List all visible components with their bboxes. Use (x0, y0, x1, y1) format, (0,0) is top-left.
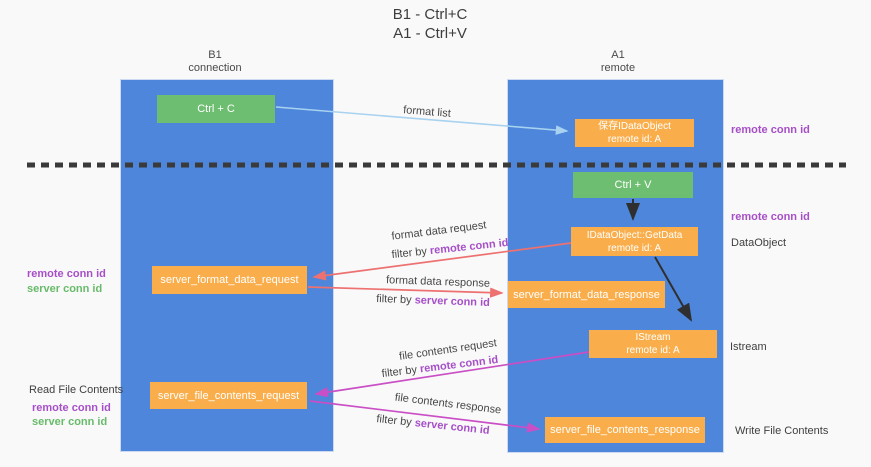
edge-label-format-list: format list (403, 104, 451, 120)
right-label-istream: Istream (730, 341, 767, 353)
lane-header-a1: A1 remote (568, 49, 668, 75)
lane-a1-name: A1 (611, 49, 625, 61)
lane-b1-sub: connection (188, 62, 242, 74)
node-istream-line2: remote id: A (626, 345, 680, 356)
node-save-idataobject-line2: remote id: A (607, 134, 662, 145)
format-list-text: format list (402, 104, 452, 120)
file-contents-response-text: file contents response (394, 391, 502, 417)
filter-by-text: filter by (391, 245, 431, 262)
node-getdata-line2: remote id: A (607, 242, 662, 254)
server-conn-id-text: server conn id (414, 294, 491, 309)
node-idataobject-getdata: IDataObject::GetData remote id: A (571, 227, 698, 256)
format-data-response-text: format data response (385, 274, 491, 290)
lane-header-b1: B1 connection (165, 49, 265, 75)
node-getdata-line1: IDataObject::GetData (586, 229, 683, 241)
filter-by-text: filter by (381, 363, 421, 381)
remote-conn-id-text: remote conn id (429, 236, 509, 258)
left-label-read-file-contents: Read File Contents (29, 384, 124, 396)
lane-a1-sub: remote (600, 62, 636, 74)
title-line-1: B1 - Ctrl+C (392, 6, 468, 23)
edge-label-filter-server-1: filter by server conn id (376, 293, 490, 309)
edge-label-filter-server-2: filter by server conn id (376, 413, 490, 437)
right-label-remote-conn-id-1: remote conn id (731, 124, 810, 136)
left-label-remote-conn-id-1: remote conn id (27, 268, 106, 280)
node-file-response-label: server_file_contents_response (550, 424, 700, 436)
node-save-idataobject: 保存IDataObject remote id: A (575, 119, 694, 147)
filter-by-text: filter by (375, 413, 416, 430)
right-label-write-file-contents: Write File Contents (735, 425, 829, 437)
node-file-request-label: server_file_contents_request (157, 389, 300, 402)
title-line-2: A1 - Ctrl+V (393, 25, 467, 42)
node-ctrl-c: Ctrl + C (157, 95, 275, 123)
edge-label-format-data-request: format data request (391, 219, 487, 243)
edge-label-format-data-response: format data response (386, 274, 490, 290)
node-server-format-data-request: server_format_data_request (152, 266, 307, 294)
server-conn-id-text: server conn id (414, 417, 491, 437)
node-ctrl-v-label: Ctrl + V (614, 179, 652, 191)
edge-label-file-contents-response: file contents response (394, 392, 502, 417)
filter-by-text: filter by (375, 293, 415, 307)
diagram-title: B1 - Ctrl+C A1 - Ctrl+V (330, 5, 530, 43)
node-format-response-label: server_format_data_response (513, 288, 660, 301)
lane-b1-name: B1 (208, 49, 222, 61)
node-save-idataobject-line1: 保存IDataObject (598, 121, 671, 132)
left-label-remote-conn-id-2: remote conn id (32, 402, 111, 414)
node-istream-line1: IStream (635, 332, 671, 343)
right-label-dataobject: DataObject (731, 237, 787, 249)
node-server-file-contents-response: server_file_contents_response (545, 417, 705, 443)
node-istream: IStream remote id: A (589, 330, 717, 358)
node-format-request-label: server_format_data_request (160, 274, 299, 286)
format-data-request-text: format data request (390, 219, 488, 243)
right-label-remote-conn-id-2: remote conn id (731, 211, 810, 223)
node-server-file-contents-request: server_file_contents_request (150, 382, 307, 409)
left-label-server-conn-id-2: server conn id (32, 416, 108, 428)
node-ctrl-v: Ctrl + V (573, 172, 693, 198)
node-ctrl-c-label: Ctrl + C (197, 103, 235, 115)
node-server-format-data-response: server_format_data_response (508, 281, 665, 308)
left-label-server-conn-id-1: server conn id (27, 283, 103, 295)
